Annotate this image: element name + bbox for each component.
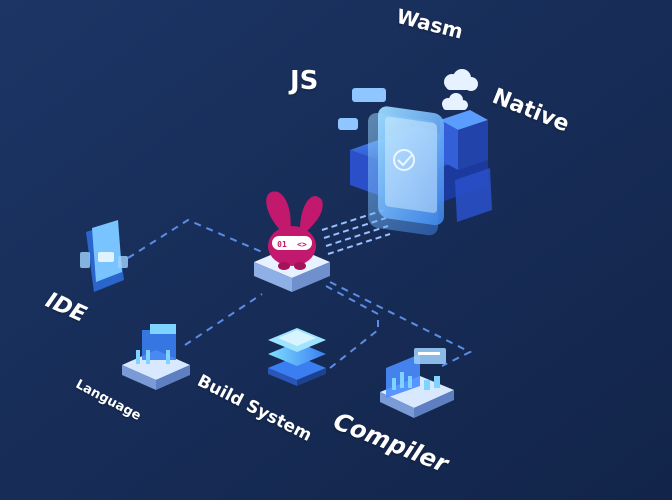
connector-compiler-b bbox=[329, 281, 473, 367]
connector-compiler-a bbox=[325, 285, 379, 330]
cloud-icon bbox=[442, 69, 478, 110]
connector-build-system bbox=[329, 329, 379, 369]
connector-ide bbox=[127, 218, 263, 259]
mascot-glyph-right: <> bbox=[297, 240, 307, 249]
chat-bubble-icon bbox=[338, 88, 386, 130]
runtime-targets-illustration bbox=[338, 69, 492, 236]
connector-lines bbox=[127, 218, 473, 369]
ide-device-icon bbox=[80, 220, 128, 292]
phone-icon bbox=[368, 106, 444, 236]
label-js: JS bbox=[290, 66, 319, 96]
language-block-icon bbox=[122, 324, 190, 390]
build-system-stack-icon bbox=[268, 328, 326, 386]
mascot-glyph-left: 01 bbox=[277, 240, 287, 249]
connector-language bbox=[184, 293, 263, 346]
compiler-icon bbox=[380, 348, 454, 418]
bunny-mascot-icon: 01 <> bbox=[266, 191, 323, 270]
